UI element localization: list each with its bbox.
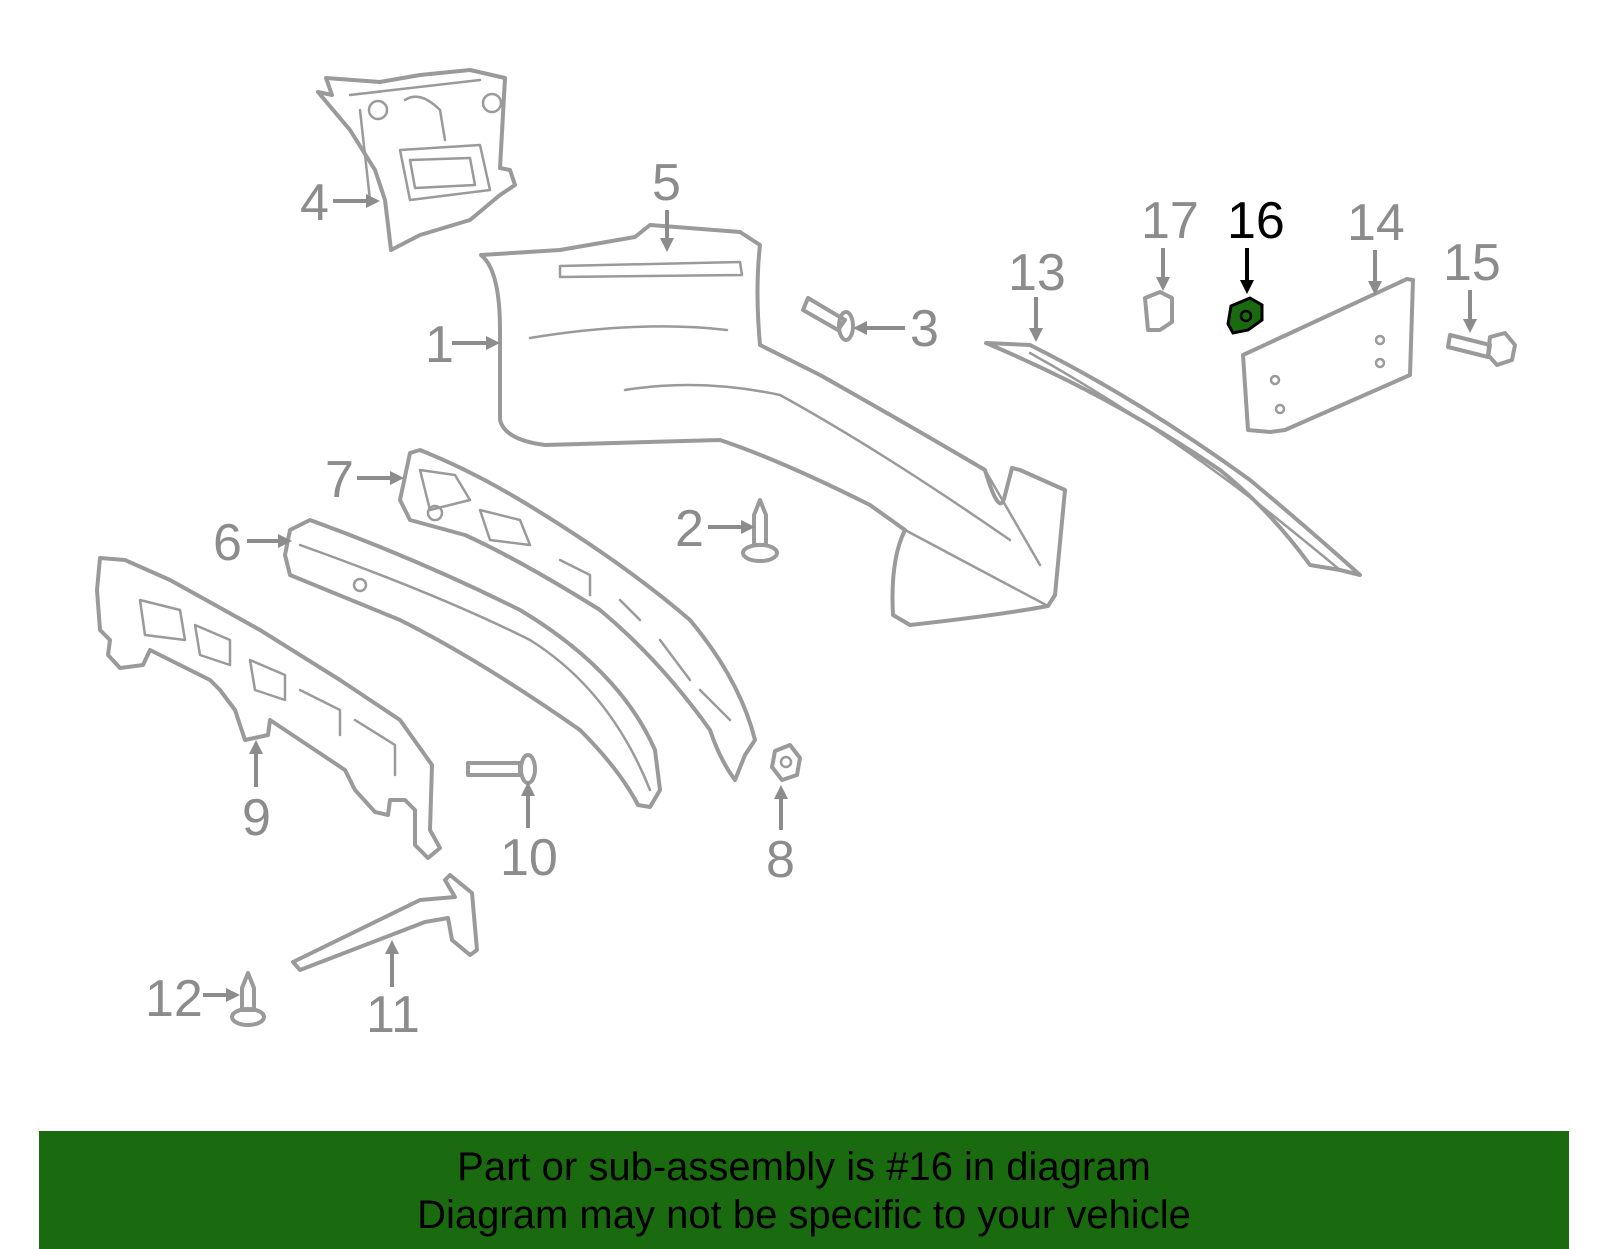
callout-10: 10 <box>500 782 558 887</box>
part-7-absorber <box>398 448 757 782</box>
callout-label-4: 4 <box>300 174 329 232</box>
banner-disclaimer: Diagram may not be specific to your vehi… <box>417 1193 1191 1237</box>
part-11-bracket-arm <box>291 873 479 972</box>
callout-label-9: 9 <box>242 789 271 847</box>
info-banner: Part or sub-assembly is #16 in diagram D… <box>39 1131 1569 1249</box>
part-12-push-clip <box>230 971 266 1027</box>
callout-6: 6 <box>213 514 292 572</box>
callout-14: 14 <box>1347 194 1405 295</box>
part-2-push-clip <box>741 498 779 563</box>
callout-label-5: 5 <box>652 154 681 212</box>
callout-label-6: 6 <box>213 514 242 572</box>
callout-label-17: 17 <box>1141 192 1199 250</box>
callout-label-12: 12 <box>145 970 203 1028</box>
callout-label-2: 2 <box>675 500 704 558</box>
callout-5: 5 <box>652 154 681 252</box>
part-16-clip-highlighted <box>1226 296 1264 335</box>
banner-part-note: Part or sub-assembly is #16 in diagram <box>457 1145 1151 1189</box>
part-17-clip <box>1143 290 1174 332</box>
callout-9: 9 <box>242 740 271 847</box>
callout-label-14: 14 <box>1347 194 1405 252</box>
callout-label-10: 10 <box>500 829 558 887</box>
callout-label-13: 13 <box>1008 244 1066 302</box>
part-15-bolt <box>1446 331 1517 367</box>
callout-1: 1 <box>425 316 500 374</box>
part-13-trim-strip <box>984 341 1362 577</box>
part-3-screw <box>801 296 855 342</box>
part-9-lower-bracket <box>95 556 442 860</box>
callout-3: 3 <box>853 300 939 358</box>
callout-label-1: 1 <box>425 316 454 374</box>
callout-7: 7 <box>325 451 404 509</box>
callout-label-7: 7 <box>325 451 354 509</box>
callout-12: 12 <box>145 970 240 1028</box>
callout-16-highlighted: 16 <box>1227 192 1285 294</box>
part-6-reinforcement <box>283 518 662 809</box>
part-1-bumper-cover <box>479 223 1067 627</box>
callout-label-8: 8 <box>766 831 795 889</box>
part-14-plate <box>1241 277 1415 434</box>
callout-label-16: 16 <box>1227 192 1285 250</box>
callout-15: 15 <box>1443 234 1501 333</box>
callout-8: 8 <box>766 785 795 889</box>
callout-label-11: 11 <box>366 986 420 1044</box>
callout-11: 11 <box>366 940 420 1044</box>
part-4-bracket <box>316 68 517 252</box>
callout-label-15: 15 <box>1443 234 1501 292</box>
callout-13: 13 <box>1008 244 1066 342</box>
callout-label-3: 3 <box>910 300 939 358</box>
part-10-bolt <box>466 753 537 785</box>
callout-2: 2 <box>675 500 755 558</box>
part-8-nut <box>770 743 802 782</box>
callout-17: 17 <box>1141 192 1199 291</box>
callout-4: 4 <box>300 174 380 232</box>
